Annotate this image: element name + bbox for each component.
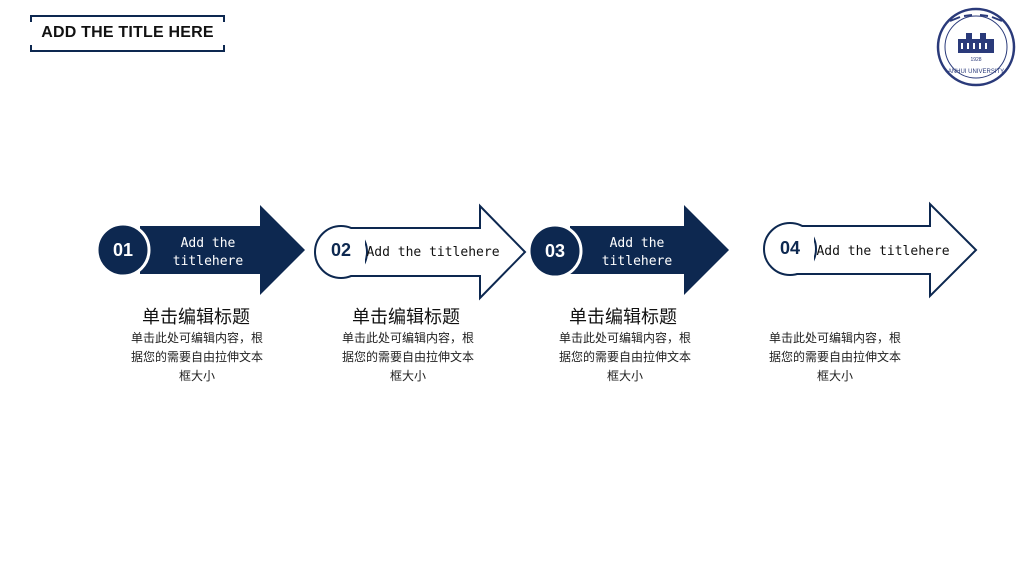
title-corner-tick xyxy=(223,45,225,52)
step-1-label-line: titlehere xyxy=(172,254,244,269)
step-2-label: Add the titlehere xyxy=(366,245,500,260)
description-line: 框大小 xyxy=(389,369,426,383)
step-4-arrow xyxy=(763,201,978,299)
description-line: 单击此处可编辑内容，根 xyxy=(768,331,901,345)
description-line: 单击此处可编辑内容，根 xyxy=(341,331,474,345)
step-4-number: 04 xyxy=(779,238,801,258)
title-corner-tick xyxy=(30,15,32,22)
step-3-number: 03 xyxy=(544,241,566,261)
step-3-label: Add the titlehere xyxy=(585,235,689,271)
step-3-arrow xyxy=(527,205,729,295)
description-line: 单击此处可编辑内容，根 xyxy=(130,331,263,345)
description-line: 据您的需要自由拉伸文本 xyxy=(558,350,691,364)
step-1-arrow xyxy=(95,205,305,295)
description-line: 单击此处可编辑内容，根 xyxy=(558,331,691,345)
page-title: ADD THE TITLE HERE xyxy=(41,24,214,41)
step-3-heading: 单击编辑标题 xyxy=(569,307,677,327)
description-line: 框大小 xyxy=(816,369,853,383)
title-corner-tick xyxy=(223,15,225,22)
step-2-number: 02 xyxy=(330,240,352,260)
logo-text: ANHUI UNIVERSITY xyxy=(948,69,1004,75)
step-4-label: Add the titlehere xyxy=(816,244,950,259)
step-2-heading: 单击编辑标题 xyxy=(352,307,460,327)
step-3-label-line: Add the xyxy=(609,236,665,251)
description-line: 据您的需要自由拉伸文本 xyxy=(768,350,901,364)
title-bottom-border xyxy=(30,50,225,52)
description-line: 据您的需要自由拉伸文本 xyxy=(130,350,263,364)
title-corner-tick xyxy=(30,45,32,52)
step-3-label-line: titlehere xyxy=(601,254,673,269)
title-top-border xyxy=(30,15,225,17)
university-seal-icon: 1928 ANHUI UNIVERSITY xyxy=(936,7,1016,87)
step-3-description: 单击此处可编辑内容，根 据您的需要自由拉伸文本 框大小 xyxy=(545,329,705,386)
step-2-arrow xyxy=(314,203,527,301)
step-1-label-line: Add the xyxy=(180,236,236,251)
step-1-number: 01 xyxy=(112,240,134,260)
description-line: 框大小 xyxy=(606,369,643,383)
step-1-heading: 单击编辑标题 xyxy=(142,307,250,327)
step-2-description: 单击此处可编辑内容，根 据您的需要自由拉伸文本 框大小 xyxy=(328,329,488,386)
description-line: 据您的需要自由拉伸文本 xyxy=(341,350,474,364)
step-1-description: 单击此处可编辑内容，根 据您的需要自由拉伸文本 框大小 xyxy=(117,329,277,386)
description-line: 框大小 xyxy=(178,369,215,383)
title-frame: ADD THE TITLE HERE xyxy=(30,15,225,52)
step-4-description: 单击此处可编辑内容，根 据您的需要自由拉伸文本 框大小 xyxy=(755,329,915,386)
step-1-label: Add the titlehere xyxy=(156,235,260,271)
svg-text:1928: 1928 xyxy=(970,57,981,63)
